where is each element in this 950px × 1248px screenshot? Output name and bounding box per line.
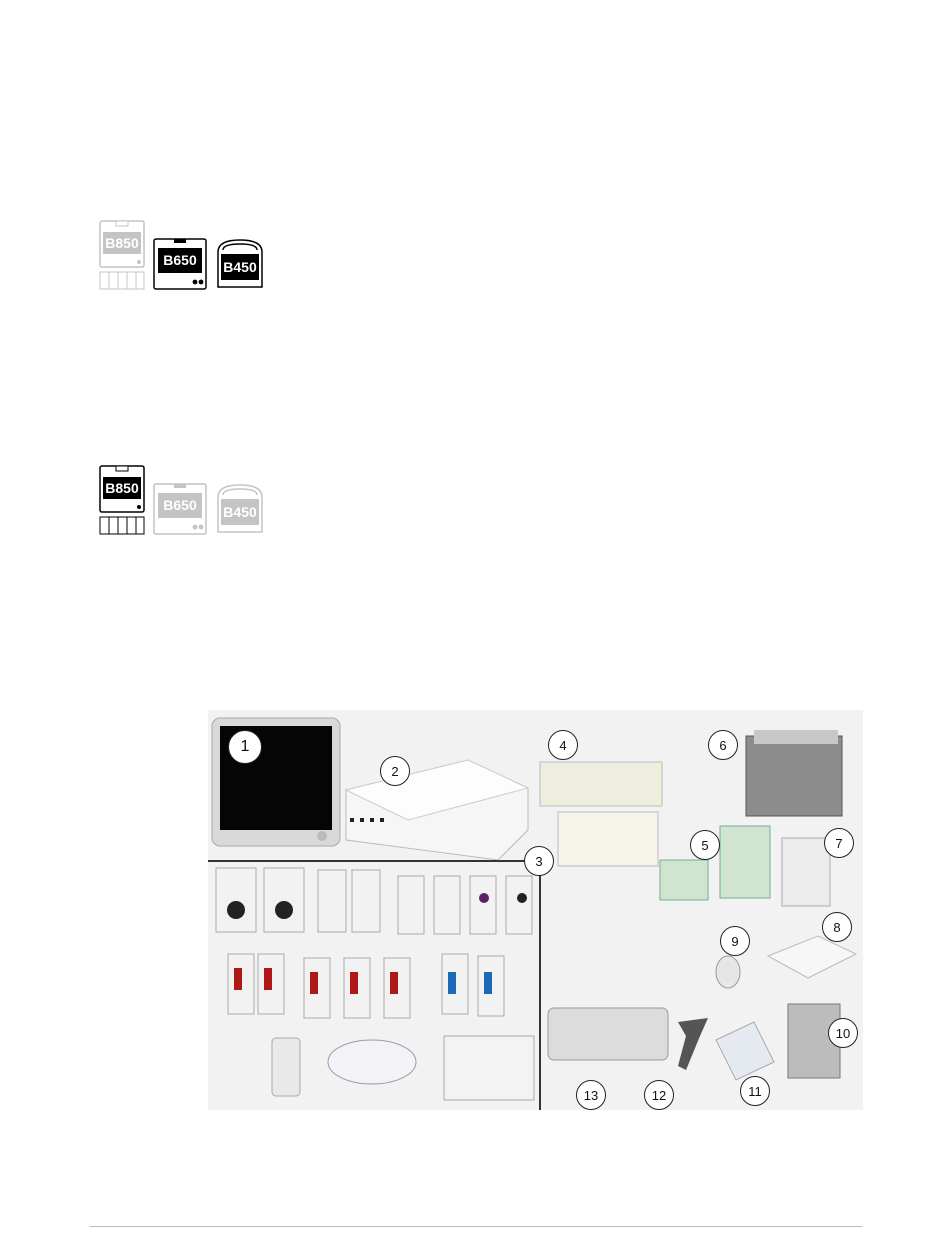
b450-label: B450	[215, 259, 265, 275]
callout-12: 12	[644, 1080, 674, 1110]
callout-10: 10	[828, 1018, 858, 1048]
recorder-image	[782, 838, 830, 906]
callout-4: 4	[548, 730, 578, 760]
barcode-scanner-image	[678, 1018, 708, 1070]
module-frames-image	[540, 762, 662, 866]
network-switch-image	[768, 936, 856, 978]
b450-monitor-icon: B450	[215, 238, 265, 290]
b650-monitor-icon: B650	[153, 238, 207, 290]
acquisition-modules-image	[216, 868, 534, 1100]
b650-label: B650	[153, 497, 207, 513]
b650-label: B650	[153, 252, 207, 268]
callout-11: 11	[740, 1076, 770, 1106]
model-icons-row-2: B850 B650 B450	[99, 465, 265, 535]
b450-label: B450	[215, 504, 265, 520]
callout-5: 5	[690, 830, 720, 860]
b850-label: B850	[99, 480, 145, 496]
callout-3: 3	[524, 846, 554, 876]
printer-image	[746, 730, 842, 816]
model-icons-row-1: B850 B650 B450	[99, 220, 265, 290]
callout-13: 13	[576, 1080, 606, 1110]
remote-control-image	[716, 1022, 774, 1080]
b450-monitor-icon: B450	[215, 483, 265, 535]
processing-unit-image	[346, 760, 528, 860]
b850-label: B850	[99, 235, 145, 251]
footer-rule	[90, 1226, 862, 1227]
b850-monitor-icon: B850	[99, 220, 145, 290]
callout-7: 7	[824, 828, 854, 858]
callout-9: 9	[720, 926, 750, 956]
b650-monitor-icon: B650	[153, 483, 207, 535]
callout-2: 2	[380, 756, 410, 786]
callout-8: 8	[822, 912, 852, 942]
callout-1: 1	[228, 730, 262, 764]
product-components-figure: 1 2 3 4 5 6 7 8 9 10 11 12 13	[208, 710, 863, 1110]
b850-monitor-icon: B850	[99, 465, 145, 535]
keyboard-image	[548, 1008, 668, 1060]
mouse-image	[716, 956, 740, 988]
callout-6: 6	[708, 730, 738, 760]
components-illustration	[208, 710, 863, 1110]
